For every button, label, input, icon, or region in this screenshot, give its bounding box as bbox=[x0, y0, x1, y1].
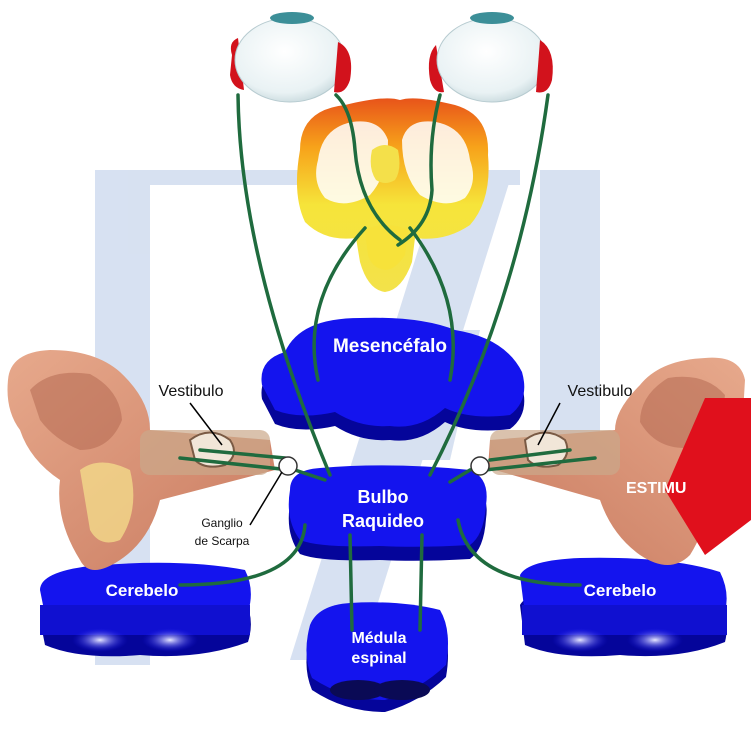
label-mesencefalo: Mesencéfalo bbox=[333, 336, 447, 357]
cerebelo-left-block bbox=[40, 563, 251, 656]
cerebelo-right-block bbox=[520, 558, 727, 656]
label-vestibulo-left: Vestibulo bbox=[159, 383, 224, 400]
label-cerebelo-right: Cerebelo bbox=[584, 581, 657, 600]
label-medula-line2: espinal bbox=[351, 650, 406, 667]
label-estimulo: ESTIMU bbox=[626, 480, 686, 497]
label-bulbo-line1: Bulbo bbox=[358, 487, 409, 507]
label-bulbo-line2: Raquideo bbox=[342, 511, 424, 531]
label-ganglio-line1: Ganglio bbox=[201, 516, 243, 530]
label-medula-line1: Médula bbox=[351, 630, 406, 647]
label-ganglio-line2: de Scarpa bbox=[195, 534, 250, 548]
right-eye bbox=[429, 12, 553, 102]
label-vestibulo-right: Vestibulo bbox=[568, 383, 633, 400]
left-eye bbox=[230, 12, 351, 102]
label-cerebelo-left: Cerebelo bbox=[106, 581, 179, 600]
right-ganglion-marker bbox=[471, 457, 489, 475]
